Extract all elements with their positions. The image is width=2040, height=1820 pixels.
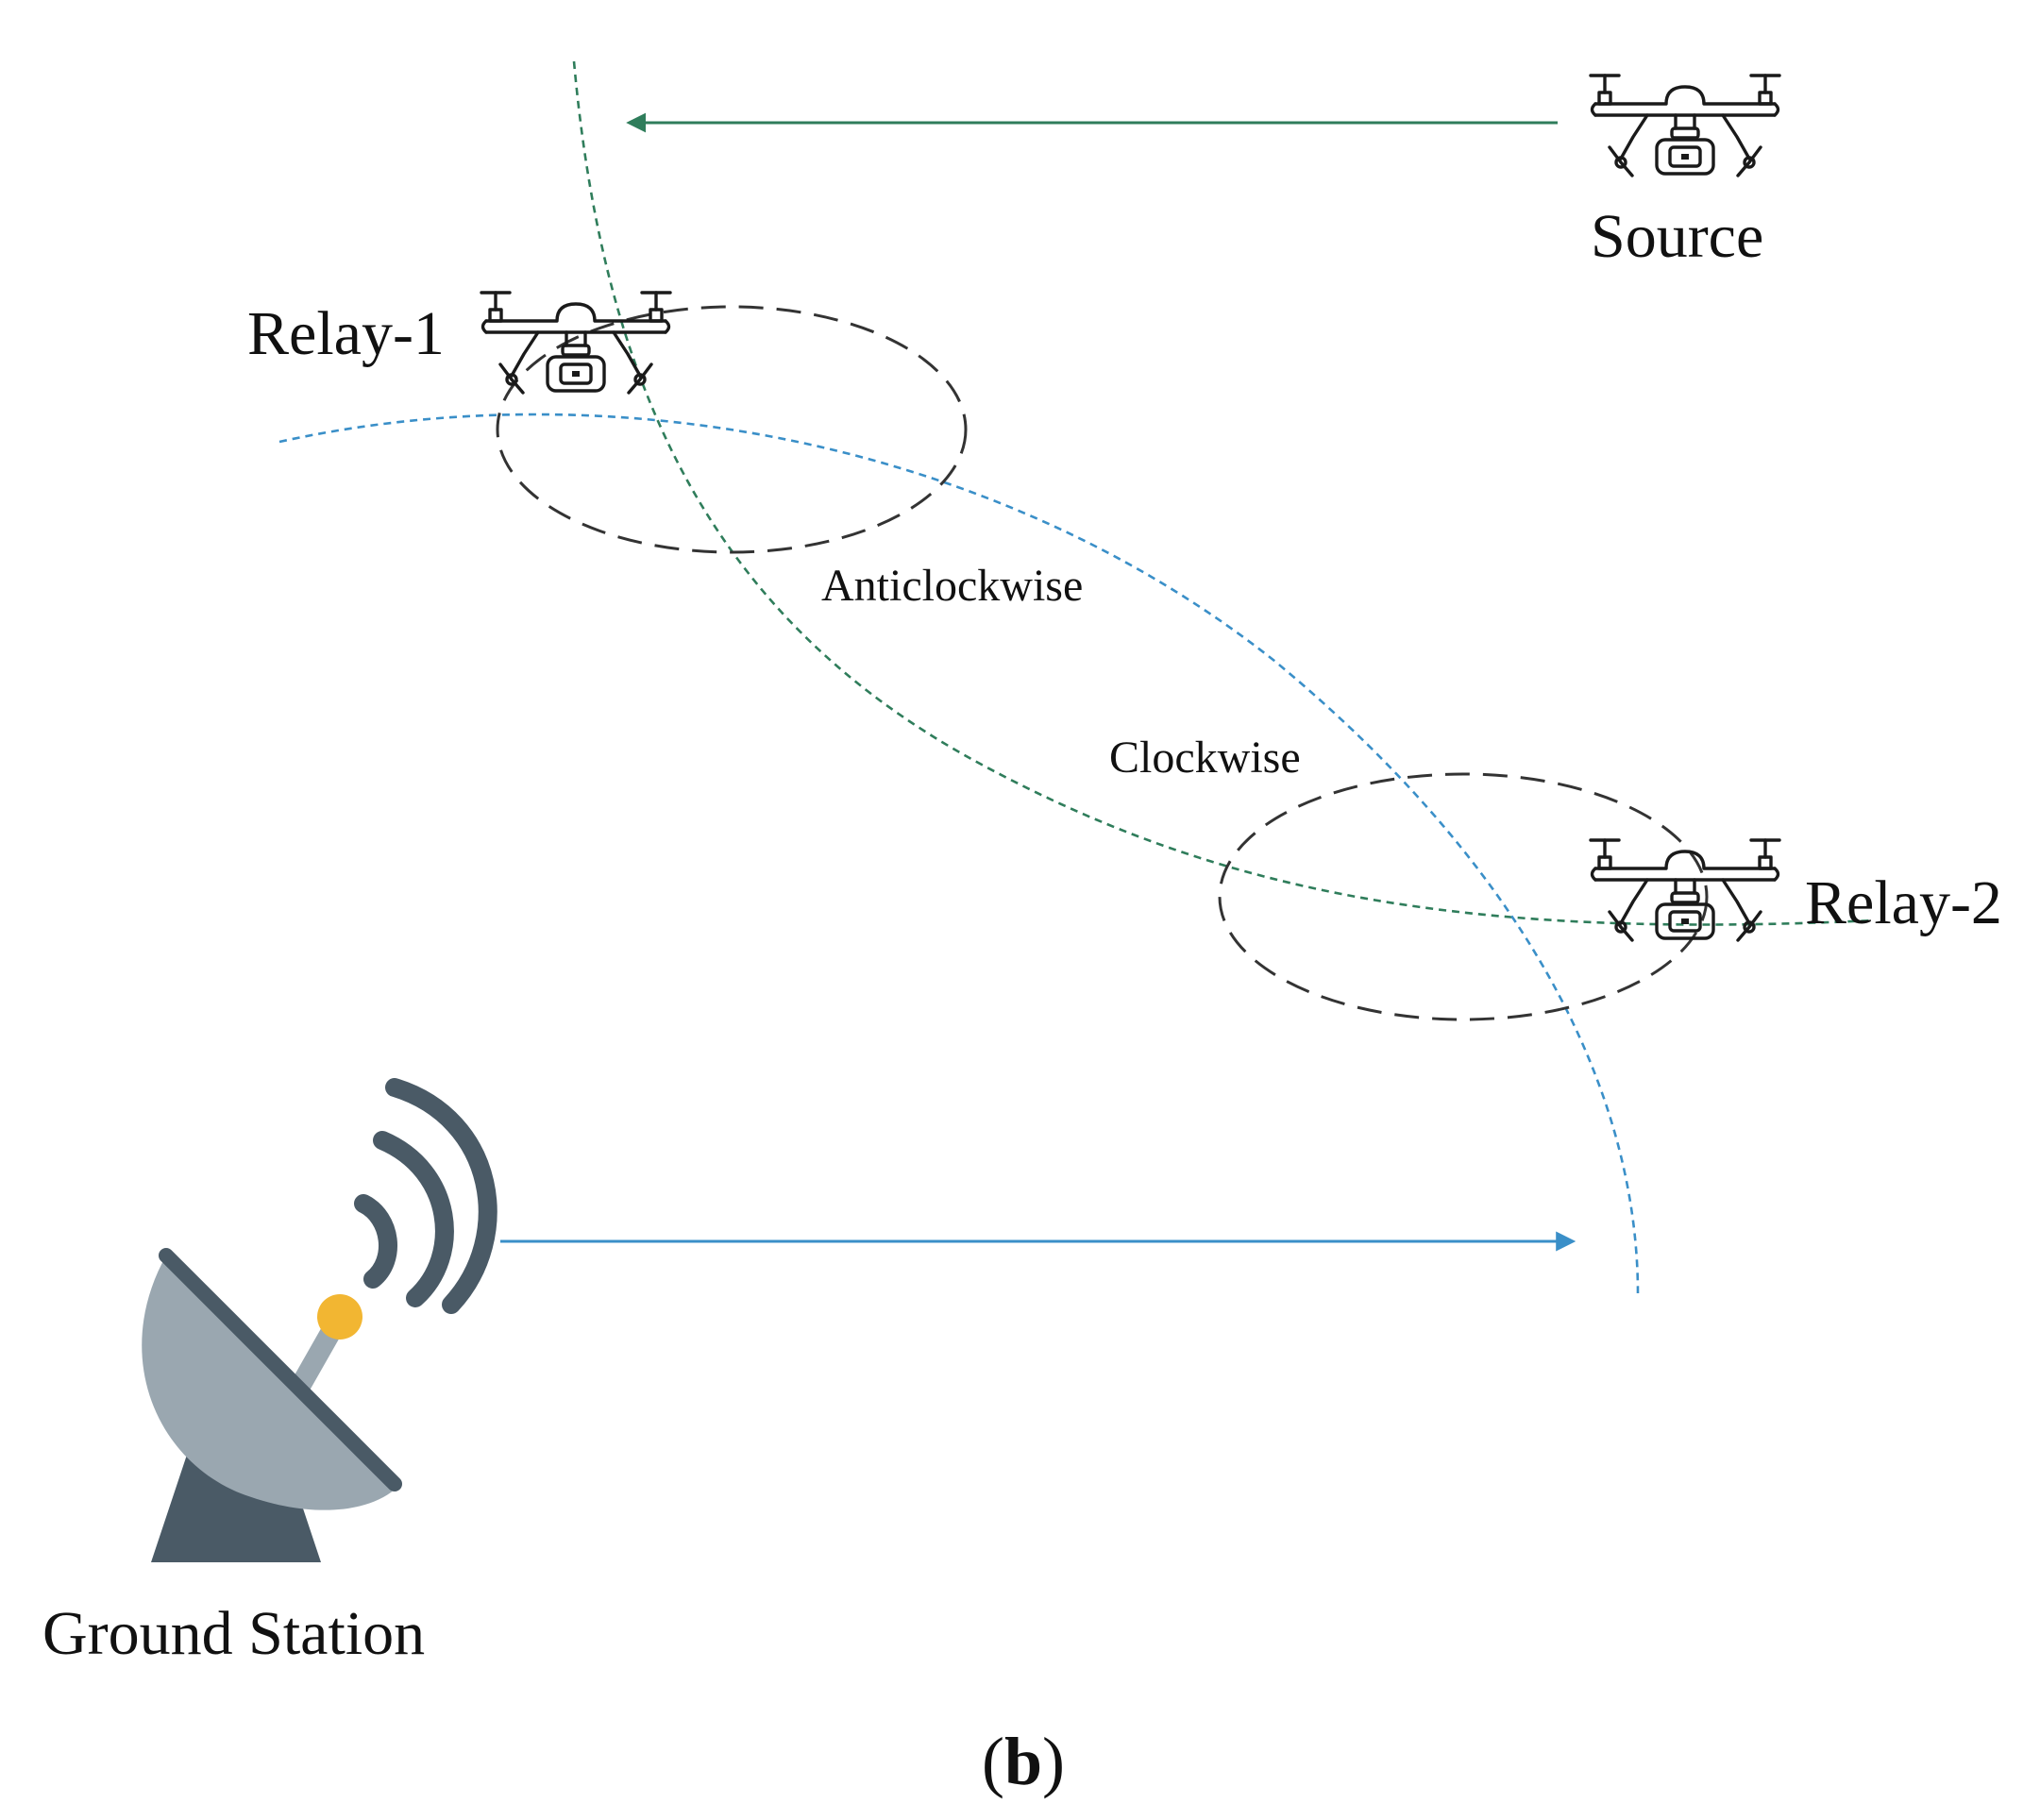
drone-icon <box>1589 74 1781 177</box>
anticlockwise-label: Anticlockwise <box>821 561 1083 611</box>
drone-icon <box>480 291 672 395</box>
green-trajectory-path <box>572 60 1875 926</box>
blue-trajectory-path <box>278 413 1640 1294</box>
caption-close-paren: ) <box>1042 1724 1065 1799</box>
signal-waves-icon <box>354 1078 497 1314</box>
caption-letter: b <box>1004 1724 1042 1799</box>
source-drone <box>1589 74 1781 177</box>
satellite-dish-icon <box>142 1248 402 1562</box>
relay-1-drone <box>480 291 672 395</box>
relay-2-orbit <box>1218 772 1709 1021</box>
clockwise-label: Clockwise <box>1109 733 1301 783</box>
ground-station-label: Ground Station <box>42 1599 425 1668</box>
relay-1-label: Relay-1 <box>247 299 445 368</box>
relay-2-label: Relay-2 <box>1805 868 2002 937</box>
figure-caption: (b) <box>982 1724 1065 1799</box>
source-label: Source <box>1591 202 1763 271</box>
relay-1-orbit <box>496 305 968 554</box>
caption-open-paren: ( <box>982 1724 1004 1799</box>
drone-icon <box>1589 838 1781 942</box>
relay-2-drone <box>1589 838 1781 942</box>
